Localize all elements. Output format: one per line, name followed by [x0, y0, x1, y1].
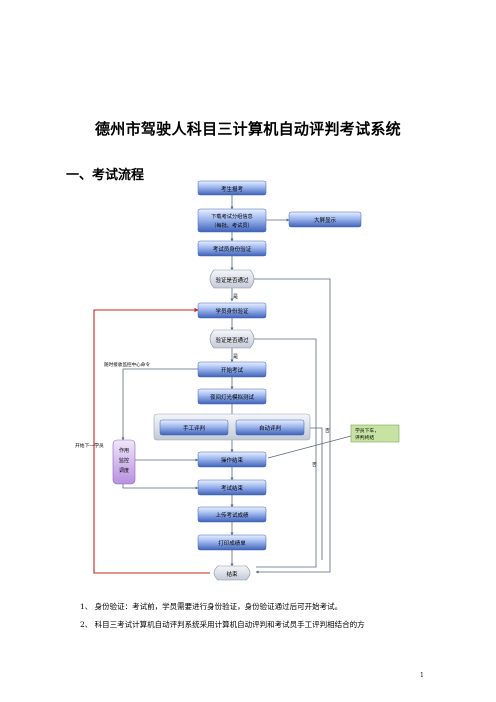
- node-student-exit: 学员下车， 评判终结: [350, 424, 400, 443]
- svg-text:学员下车，: 学员下车，: [355, 427, 379, 434]
- svg-text:（每批、考试员）: （每批、考试员）: [211, 221, 253, 229]
- no-label-2: 否: [312, 462, 317, 468]
- document-title: 德州市驾驶人科目三计算机自动评判考试系统: [94, 120, 401, 138]
- svg-text:结束: 结束: [226, 570, 238, 578]
- svg-text:验证是否通过: 验证是否通过: [215, 336, 249, 344]
- node-upload: 上传考试成绩: [197, 506, 267, 523]
- svg-text:开始考试: 开始考试: [221, 366, 244, 374]
- node-examiner-verify: 考试员身份验证: [197, 240, 267, 257]
- node-finish: 结束: [213, 565, 251, 581]
- svg-text:考试员身份验证: 考试员身份验证: [213, 245, 252, 253]
- svg-text:夜间灯光模拟测试: 夜间灯光模拟测试: [210, 393, 255, 401]
- svg-text:自动评判: 自动评判: [259, 424, 281, 432]
- node-check-pass-2: 验证是否通过: [209, 329, 255, 349]
- paragraph-1: 1、 身份验证：考试前，学员需要进行身份验证，身份验证通过后可开始考试。: [80, 602, 343, 611]
- node-start-exam: 开始考试: [197, 361, 267, 378]
- node-op-end: 操作结束: [197, 451, 267, 468]
- node-light-test: 夜间灯光模拟测试: [197, 388, 267, 405]
- node-exam-end: 考试结束: [197, 479, 267, 496]
- svg-text:作用: 作用: [119, 447, 129, 454]
- no-label-1: 否: [325, 428, 330, 434]
- node-manual-judge: 手工评判: [159, 419, 229, 436]
- svg-text:手工评判: 手工评判: [183, 424, 205, 432]
- node-auto-judge: 自动评判: [235, 419, 305, 436]
- svg-text:学员身份验证: 学员身份验证: [215, 307, 249, 315]
- svg-text:上传考试成绩: 上传考试成绩: [215, 511, 249, 519]
- svg-text:操作结束: 操作结束: [221, 456, 244, 464]
- svg-text:考试结束: 考试结束: [221, 484, 244, 492]
- svg-text:评判终结: 评判终结: [355, 434, 374, 441]
- node-check-pass-1: 验证是否通过: [209, 269, 255, 289]
- svg-text:监控: 监控: [119, 457, 129, 464]
- node-remote-monitor: 作用 监控 调度: [112, 439, 136, 485]
- svg-text:调度: 调度: [119, 467, 129, 474]
- node-download: 下载考试分组信息 （每批、考试员）: [197, 208, 267, 233]
- svg-text:考生报考: 考生报考: [221, 185, 244, 193]
- svg-text:大屏显示: 大屏显示: [314, 216, 337, 224]
- section-heading: 一、考试流程: [66, 168, 145, 183]
- start-next-label: 开始下一学员: [75, 442, 104, 449]
- page-number: 1: [420, 672, 424, 679]
- svg-text:打印成绩单: 打印成绩单: [218, 539, 246, 547]
- yes-label-1: 是: [233, 294, 238, 300]
- accept-command-label: 随时接收监控中心命令: [104, 361, 150, 368]
- svg-text:下载考试分组信息: 下载考试分组信息: [211, 212, 253, 220]
- svg-text:验证是否通过: 验证是否通过: [215, 276, 249, 284]
- node-print: 打印成绩单: [197, 534, 267, 551]
- yes-label-2: 是: [233, 354, 238, 360]
- paragraph-2: 2、 科目三考试计算机自动评判系统采用计算机自动评判和考试员手工评判相结合的方: [80, 620, 365, 629]
- node-student-verify: 学员身份验证: [197, 302, 267, 319]
- node-apply: 考生报考: [197, 180, 267, 196]
- next-student-loop: [93, 307, 210, 574]
- node-big-screen: 大屏显示: [288, 211, 362, 228]
